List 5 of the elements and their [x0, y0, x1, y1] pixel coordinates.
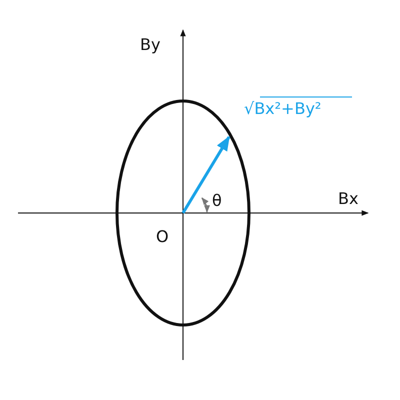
- axis-label: By: [140, 36, 160, 54]
- magnitude-formula: √Bx²+By²: [244, 100, 322, 118]
- origin-label: O: [156, 228, 169, 246]
- axis-label: Bx: [338, 190, 358, 208]
- angle-label: θ: [212, 192, 222, 210]
